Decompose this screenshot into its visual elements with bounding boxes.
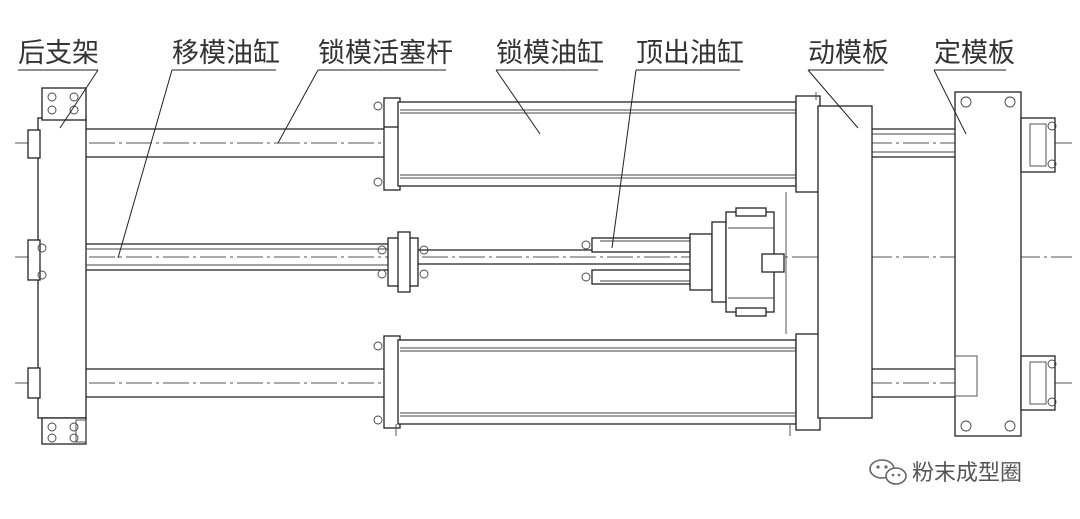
- clamp-cylinder-bottom: [373, 335, 797, 436]
- label-mold-shift-cylinder: 移模油缸: [172, 38, 280, 69]
- moving-platen: [785, 92, 873, 436]
- label-clamp-cylinder: 锁模油缸: [496, 38, 604, 69]
- label-fixed-platen: 定模板: [934, 38, 1015, 69]
- wechat-icon: [869, 459, 907, 485]
- leader-lines: [18, 69, 1006, 259]
- watermark-text: 粉末成型圈: [912, 461, 1022, 486]
- watermark: 粉末成型圈: [869, 459, 1022, 486]
- clamp-cylinder-top: [373, 97, 797, 191]
- rear-support: [27, 87, 87, 445]
- ejector-cylinder: [581, 207, 785, 317]
- label-rear-support: 后支架: [18, 38, 99, 69]
- label-clamp-piston-rod: 锁模活塞杆: [318, 38, 453, 69]
- label-ejector-cylinder: 顶出油缸: [636, 38, 744, 69]
- label-moving-platen: 动模板: [808, 38, 889, 69]
- fixed-platen: [954, 91, 1057, 437]
